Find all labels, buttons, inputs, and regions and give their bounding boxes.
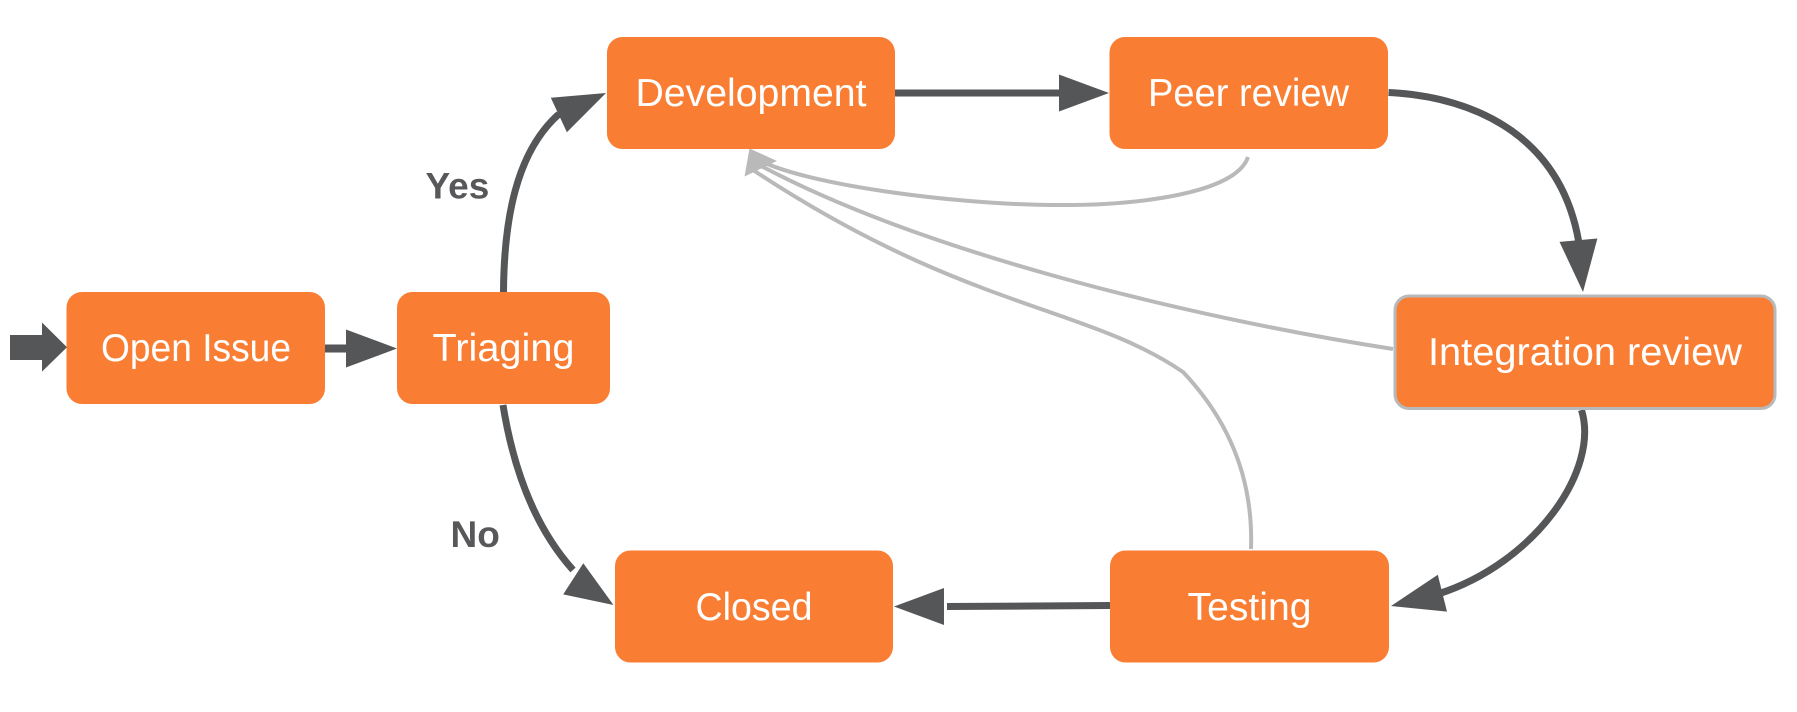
svg-text:Integration review: Integration review xyxy=(1428,331,1743,374)
svg-text:Open Issue: Open Issue xyxy=(101,327,291,370)
svg-text:Yes: Yes xyxy=(426,166,490,207)
svg-text:Closed: Closed xyxy=(696,586,813,629)
svg-text:Development: Development xyxy=(636,72,867,115)
svg-text:Testing: Testing xyxy=(1188,586,1312,629)
svg-text:Peer review: Peer review xyxy=(1148,72,1350,115)
svg-text:No: No xyxy=(451,514,500,555)
svg-text:Triaging: Triaging xyxy=(433,327,575,370)
